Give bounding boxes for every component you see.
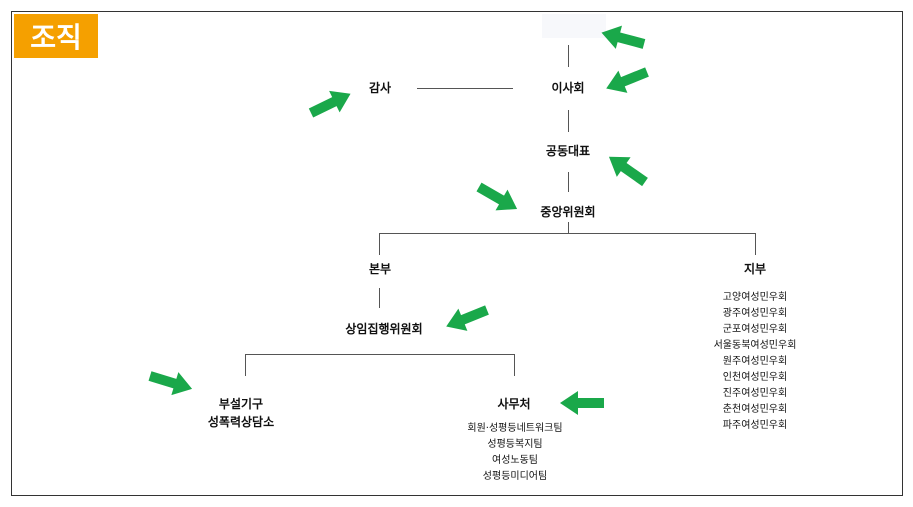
arrow-to-top-box-icon <box>598 21 648 56</box>
connector-hq-standing <box>379 288 380 308</box>
connector-central-branch <box>379 233 756 234</box>
branch-item: 고양여성민우회 <box>722 292 788 303</box>
connector-audit-board <box>417 88 513 89</box>
connector-top-board <box>568 45 569 67</box>
arrow-to-co-rep-icon <box>602 146 652 192</box>
arrow-to-audit-icon <box>305 82 356 124</box>
page-title: 조직 <box>14 14 98 58</box>
connector-to-affiliate <box>245 354 246 376</box>
branch-item: 진주여성민우회 <box>722 388 788 399</box>
branch-item: 인천여성민우회 <box>722 372 788 383</box>
node-branches: 지부 <box>743 262 767 276</box>
node-audit: 감사 <box>368 81 392 95</box>
connector-to-branches <box>755 233 756 255</box>
arrow-to-central-committee-icon <box>473 176 524 220</box>
connector-standing-split <box>245 354 515 355</box>
arrow-to-board-icon <box>601 60 652 100</box>
node-standing-committee: 상임집행위원회 <box>345 322 423 336</box>
team-item: 회원·성평등네트워크팀 <box>467 423 563 434</box>
branch-item: 춘천여성민우회 <box>722 404 788 415</box>
arrow-to-secretariat-icon <box>560 391 604 415</box>
diagram-frame <box>11 11 903 496</box>
team-item: 성평등복지팀 <box>487 439 543 450</box>
connector-corep-central <box>568 172 569 192</box>
affiliate-sub-label: 성폭력상담소 <box>207 415 275 429</box>
connector-board-corep <box>568 110 569 132</box>
branch-list: 고양여성민우회 광주여성민우회 군포여성민우회 서울동북여성민우회 원주여성민우… <box>714 290 797 434</box>
team-item: 여성노동팀 <box>492 455 538 466</box>
node-affiliate: 부설기구 성폭력상담소 <box>208 395 274 431</box>
connector-to-secretariat <box>514 354 515 376</box>
affiliate-label: 부설기구 <box>218 397 264 411</box>
branch-item: 원주여성민우회 <box>722 356 788 367</box>
branch-item: 서울동북여성민우회 <box>713 340 797 351</box>
secretariat-team-list: 회원·성평등네트워크팀 성평등복지팀 여성노동팀 성평등미디어팀 <box>467 421 562 485</box>
node-board: 이사회 <box>551 81 585 95</box>
node-headquarters: 본부 <box>368 262 392 276</box>
arrow-to-affiliate-icon <box>146 364 196 401</box>
team-item: 성평등미디어팀 <box>482 471 548 482</box>
connector-central-down <box>568 222 569 234</box>
arrow-to-standing-committee-icon <box>441 298 492 338</box>
top-node-box <box>542 14 606 38</box>
node-central-committee: 중앙위원회 <box>540 205 596 219</box>
branch-item: 파주여성민우회 <box>722 420 788 431</box>
branch-item: 광주여성민우회 <box>722 308 788 319</box>
connector-to-headquarters <box>379 233 380 255</box>
node-secretariat: 사무처 <box>497 397 531 411</box>
node-co-rep: 공동대표 <box>545 144 591 158</box>
branch-item: 군포여성민우회 <box>722 324 788 335</box>
